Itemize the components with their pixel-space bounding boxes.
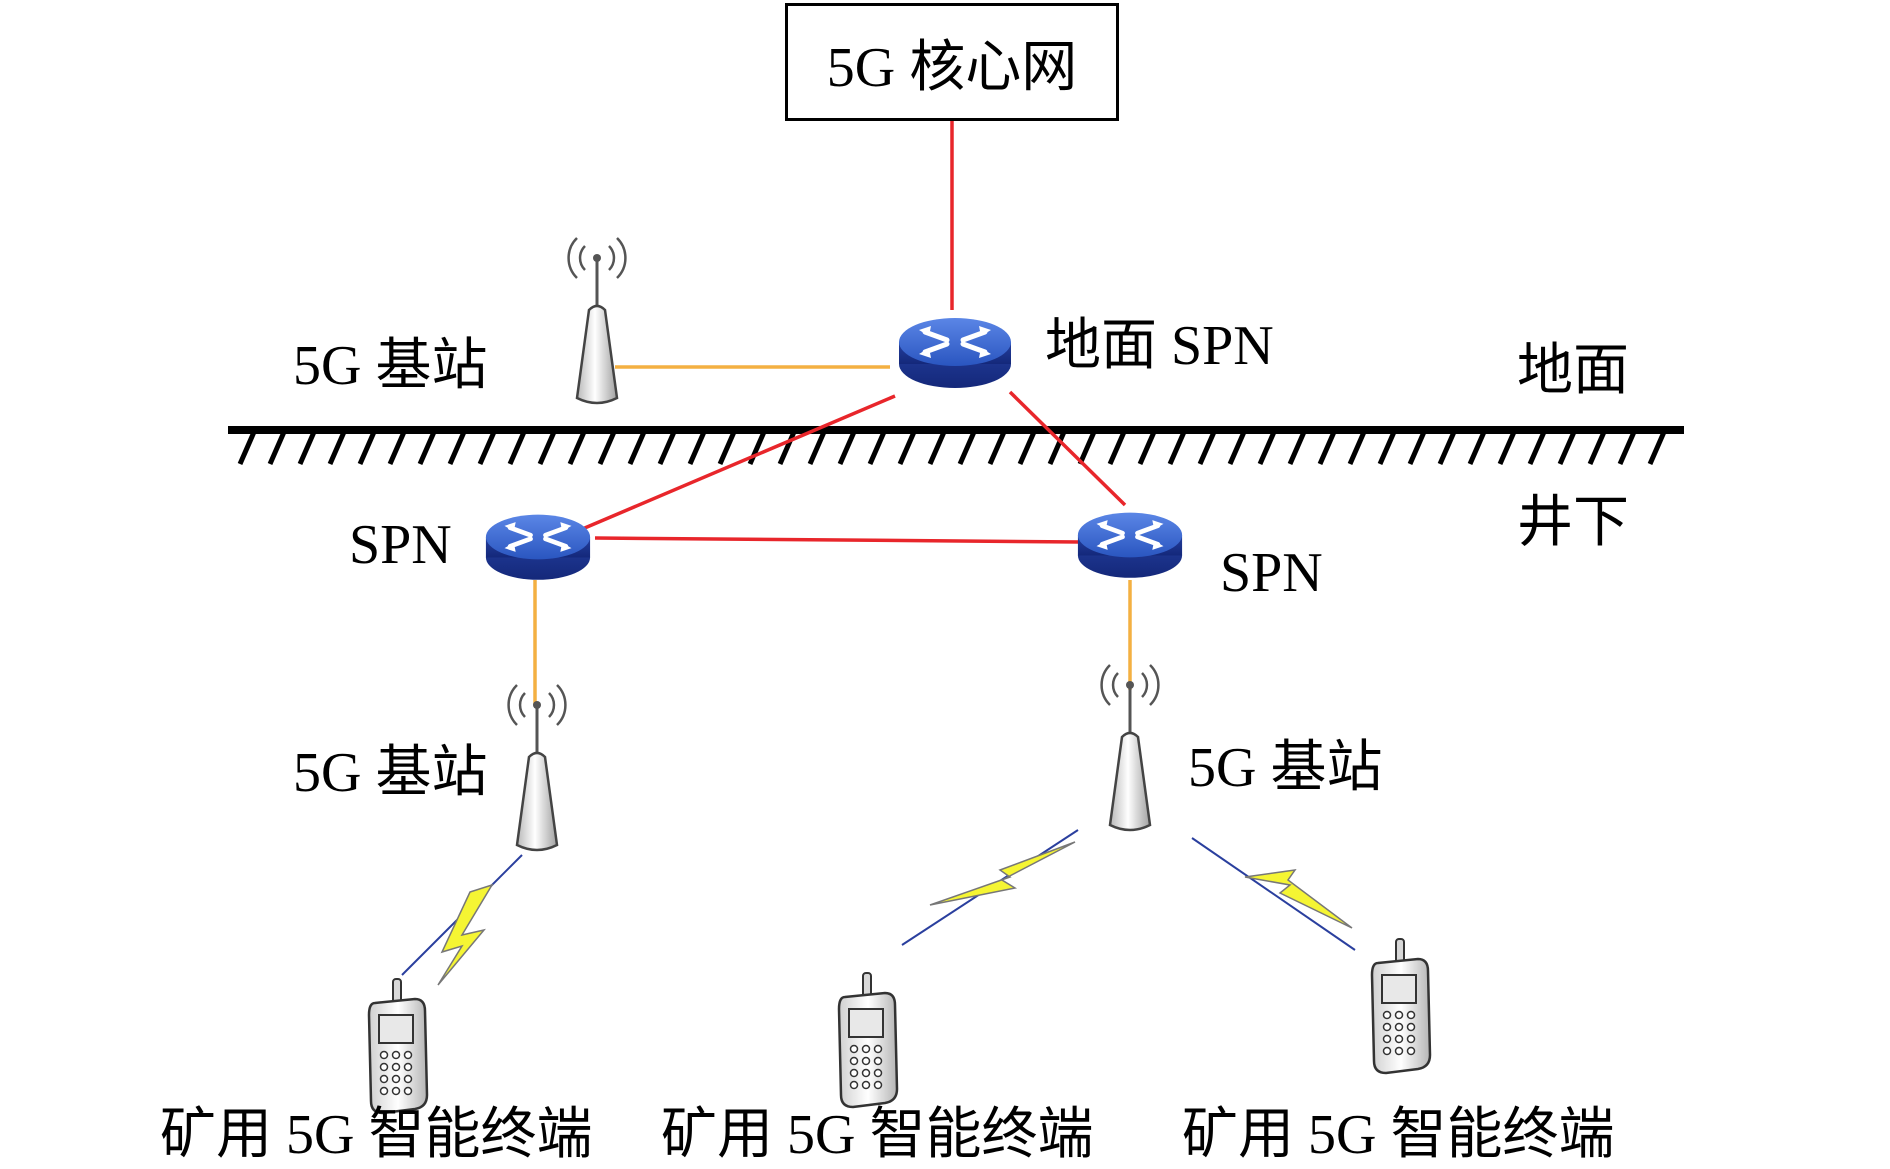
spn-right-label: SPN <box>1220 542 1323 604</box>
ground-hatch-mark <box>1377 430 1397 466</box>
ground-hatch-mark <box>387 430 407 466</box>
ground-hatch-mark <box>1227 430 1247 466</box>
phone-icon-left <box>367 977 429 1115</box>
ground-hatch-mark <box>1587 430 1607 466</box>
access-links <box>533 365 1132 705</box>
ground-hatch-mark <box>1047 430 1067 466</box>
link-surface-spn-to-spn-right <box>1008 390 1127 507</box>
ground-hatch-mark <box>1197 430 1217 466</box>
spn-left-label: SPN <box>349 514 452 576</box>
ground-hatch-mark <box>567 430 587 466</box>
ground-hatch-mark <box>897 430 917 466</box>
ground-hatch-mark <box>447 430 467 466</box>
antenna-icon-left <box>507 683 567 852</box>
core-network-label: 5G 核心网 <box>826 36 1078 99</box>
terminal-label-middle: 矿用 5G 智能终端 <box>661 1104 1094 1166</box>
ground-hatch-mark <box>957 430 977 466</box>
ground-hatch-mark <box>1257 430 1277 466</box>
ground-hatch-mark <box>357 430 377 466</box>
ground-hatch-mark <box>837 430 857 466</box>
base-station-surface-label: 5G 基站 <box>293 335 488 397</box>
ground-hatch-mark <box>297 430 317 466</box>
ground-hatch-mark <box>1287 430 1307 466</box>
base-station-left-label: 5G 基站 <box>293 742 488 804</box>
ground-hatch-mark <box>417 430 437 466</box>
ground-hatch-mark <box>1017 430 1037 466</box>
ground-hatch-mark <box>327 430 347 466</box>
phone-icon-right <box>1370 937 1432 1075</box>
router-icon-spn-right <box>1078 513 1182 578</box>
wireless-link-left <box>401 854 523 986</box>
ground-hatch-mark <box>747 430 767 466</box>
ground-hatch-mark <box>1557 430 1577 466</box>
wireless-link-right <box>1191 837 1356 951</box>
core-network-box: 5G 核心网 <box>785 3 1119 121</box>
ground-hatch-mark <box>717 430 737 466</box>
ground-hatch-mark <box>237 430 257 466</box>
zone-surface-label: 地面 <box>1517 340 1629 402</box>
ground-hatch-mark <box>1137 430 1157 466</box>
ground-hatch-mark <box>1527 430 1547 466</box>
link-surface-spn-to-spn-left <box>579 394 896 532</box>
ground-hatch-mark <box>1617 430 1637 466</box>
ground-hatch-mark <box>1437 430 1457 466</box>
link-spn-left-to-spn-right <box>594 536 1081 544</box>
ground-hatch-mark <box>1347 430 1367 466</box>
phone-icon-middle <box>837 971 899 1109</box>
zone-underground-label: 井下 <box>1517 492 1629 554</box>
ground-hatch-mark <box>657 430 677 466</box>
ground-hatch-mark <box>537 430 557 466</box>
antenna-icon-surface <box>567 236 627 405</box>
ground-hatch-mark <box>597 430 617 466</box>
ground-line <box>228 426 1684 466</box>
ground-hatch-mark <box>1167 430 1187 466</box>
antenna-icon-right <box>1100 663 1160 832</box>
ground-hatch-mark <box>867 430 887 466</box>
ground-hatch-mark <box>477 430 497 466</box>
ground-hatch-mark <box>807 430 827 466</box>
router-icon-surface-spn <box>899 318 1011 388</box>
wireless-link-middle <box>901 829 1079 946</box>
ground-hatch-mark <box>507 430 527 466</box>
ground-hatch-mark <box>1467 430 1487 466</box>
ground-hatch-mark <box>1077 430 1097 466</box>
ground-hatch-mark <box>1317 430 1337 466</box>
ground-hatch-mark <box>1647 430 1667 466</box>
ground-hatch-mark <box>1497 430 1517 466</box>
ground-hatch-mark <box>1407 430 1427 466</box>
ground-hatch-mark <box>627 430 647 466</box>
ground-hatch-mark <box>777 430 797 466</box>
surface-spn-label: 地面 SPN <box>1045 315 1274 377</box>
ground-hatch-mark <box>987 430 1007 466</box>
ground-hatch-mark <box>267 430 287 466</box>
base-station-right-label: 5G 基站 <box>1188 737 1383 799</box>
terminal-label-left: 矿用 5G 智能终端 <box>160 1104 593 1166</box>
ground-hatch-mark <box>687 430 707 466</box>
fiber-links <box>579 121 1127 544</box>
ground-hatch-mark <box>927 430 947 466</box>
ground-hatch-mark <box>1107 430 1127 466</box>
router-icon-spn-left <box>486 515 590 580</box>
terminal-label-right: 矿用 5G 智能终端 <box>1182 1104 1615 1166</box>
